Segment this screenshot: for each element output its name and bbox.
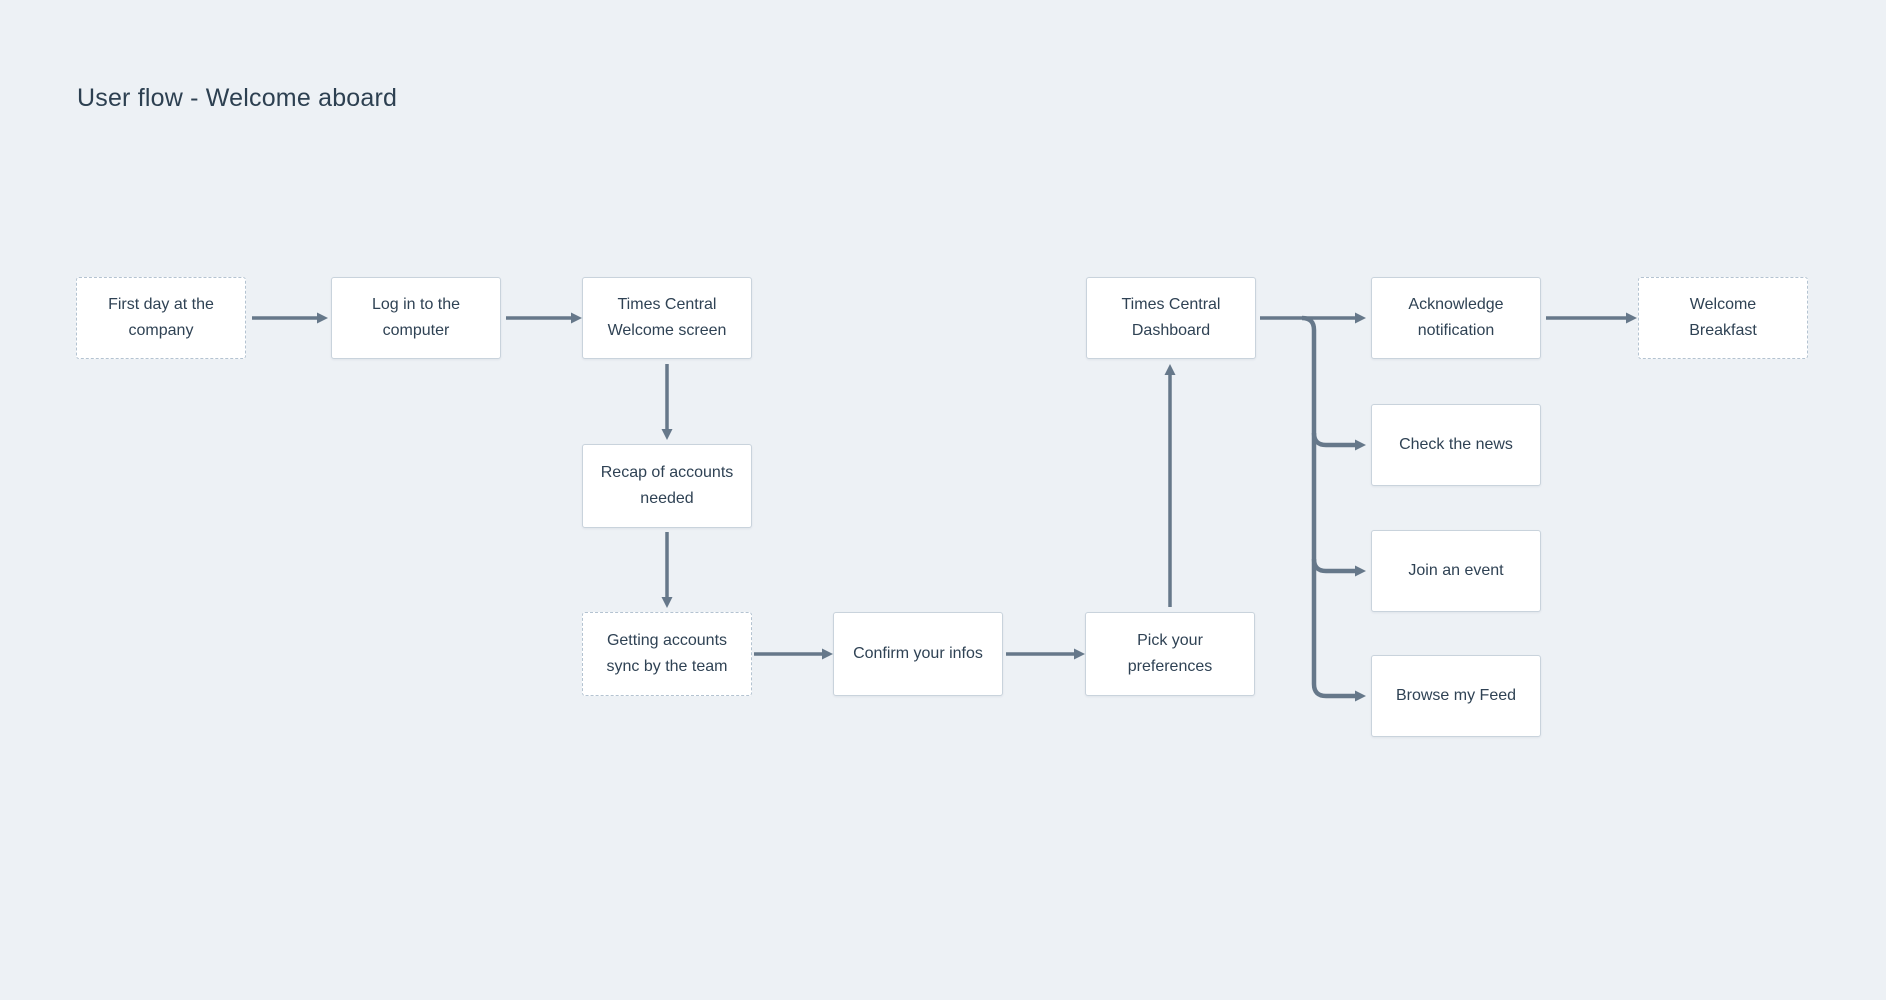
connector-dashboard-to-join-an-event bbox=[1311, 558, 1366, 577]
flow-node-join-an-event[interactable]: Join an event bbox=[1371, 530, 1541, 612]
flow-node-acknowledge-notification[interactable]: Acknowledge notification bbox=[1371, 277, 1541, 359]
page-title: User flow - Welcome aboard bbox=[77, 84, 398, 112]
flow-node-log-in[interactable]: Log in to the computer bbox=[331, 277, 501, 359]
flow-node-recap-accounts[interactable]: Recap of accounts needed bbox=[582, 444, 752, 528]
flow-node-getting-accounts-sync[interactable]: Getting accounts sync by the team bbox=[582, 612, 752, 696]
connector-dashboard-to-check-the-news bbox=[1311, 432, 1366, 451]
flow-node-pick-preferences[interactable]: Pick your preferences bbox=[1085, 612, 1255, 696]
flow-node-times-central-dashboard[interactable]: Times Central Dashboard bbox=[1086, 277, 1256, 359]
flow-node-confirm-infos[interactable]: Confirm your infos bbox=[833, 612, 1003, 696]
connector-dashboard-to-browse-my-feed bbox=[1301, 315, 1366, 702]
flow-node-browse-my-feed[interactable]: Browse my Feed bbox=[1371, 655, 1541, 737]
flow-node-welcome-screen[interactable]: Times Central Welcome screen bbox=[582, 277, 752, 359]
flow-node-check-the-news[interactable]: Check the news bbox=[1371, 404, 1541, 486]
flow-node-welcome-breakfast[interactable]: Welcome Breakfast bbox=[1638, 277, 1808, 359]
flow-node-first-day[interactable]: First day at the company bbox=[76, 277, 246, 359]
